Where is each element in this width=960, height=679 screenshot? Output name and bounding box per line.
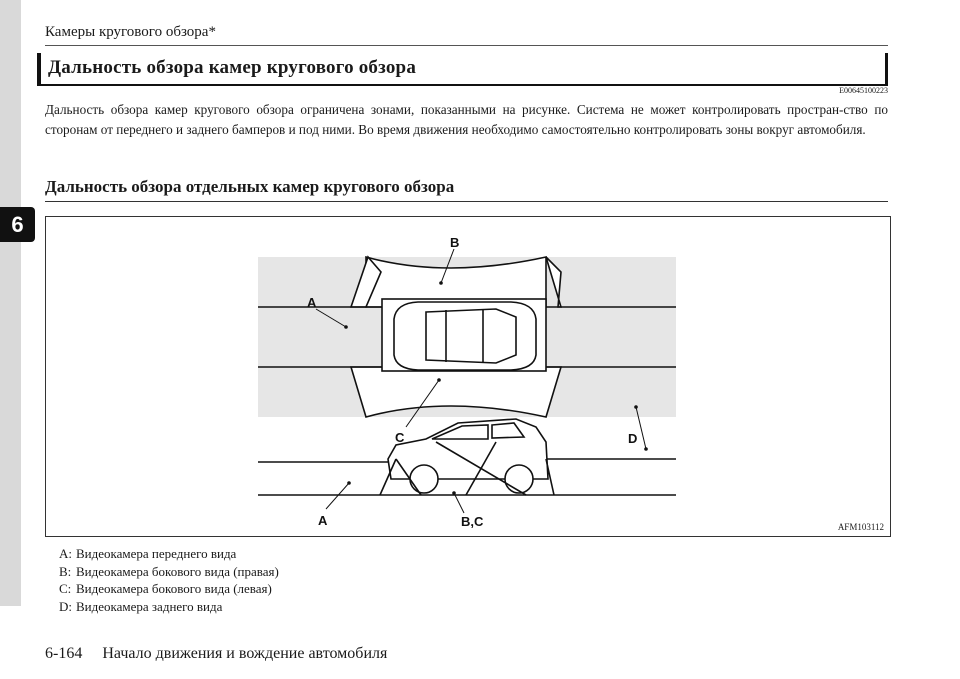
legend-text: Видеокамера заднего вида [76,598,223,614]
camera-coverage-figure: A B C D A B,C AFM103112 [45,216,891,537]
legend-text: Видеокамера бокового вида (левая) [76,581,272,596]
running-header: Камеры кругового обзора* [45,24,216,40]
label-c: C [395,430,405,445]
subsection-title: Дальность обзора отдельных камер кругово… [45,177,455,196]
section-heading-box: Дальность обзора камер кругового обзора [37,53,888,86]
coverage-diagram: A B C D A B,C [258,235,676,529]
legend-key: B: [59,563,72,579]
legend-key: A: [59,546,72,561]
subsection-rule [45,201,888,202]
label-bc-bottom: B,C [461,514,484,529]
label-b-top: B [450,235,459,250]
chapter-tab: 6 [0,207,35,242]
label-a-top: A [307,295,317,310]
section-title: Дальность обзора камер кругового обзора [48,57,417,78]
page-footer: 6-164 Начало движения и вождение автомоб… [45,645,387,663]
legend-item: A: Видеокамера переднего вида [59,545,279,563]
legend-key: C: [59,581,72,596]
legend-text: Видеокамера переднего вида [76,546,237,561]
legend: A: Видеокамера переднего вида B: Видеока… [59,545,279,615]
header-rule [45,45,888,46]
legend-item: D: Видеокамера заднего вида [59,598,279,616]
page-number: 6-164 [45,645,83,662]
body-paragraph: Дальность обзора камер кругового обзора … [45,102,888,137]
legend-text: Видеокамера бокового вида (правая) [76,563,279,579]
legend-item: C: Видеокамера бокового вида (левая) [59,580,279,598]
figure-code: AFM103112 [837,522,884,532]
label-d: D [628,431,637,446]
side-strip [0,0,21,606]
legend-item: B: Видеокамера бокового вида (правая) [59,563,279,581]
legend-key: D: [59,598,72,614]
chapter-name: Начало движения и вождение автомобиля [102,645,388,662]
reference-code: E00645100223 [839,86,888,95]
label-a-bottom: A [318,513,328,528]
